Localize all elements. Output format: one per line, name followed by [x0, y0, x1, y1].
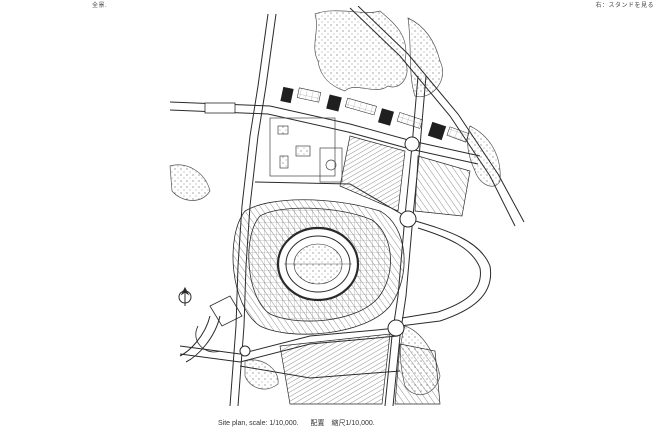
north-arrow-icon — [178, 286, 192, 306]
figure-caption: Site plan, scale: 1/10,000. 配置 縮尺1/10,00… — [218, 418, 385, 428]
west-building — [204, 102, 236, 114]
header-left-text: 全景. — [92, 3, 108, 9]
caption-english: Site plan, scale: 1/10,000. — [218, 420, 299, 427]
buildings-band — [280, 86, 470, 143]
roundabouts — [239, 136, 420, 357]
site-plan-drawing — [169, 6, 525, 407]
stadium — [232, 199, 405, 335]
practice-fields — [269, 117, 343, 183]
entry-plaza — [195, 295, 243, 353]
parking-lots — [279, 135, 471, 405]
caption-japanese: 配置 縮尺1/10,000. — [310, 420, 375, 427]
header-right-text: 右：スタンドを見る — [595, 3, 654, 9]
